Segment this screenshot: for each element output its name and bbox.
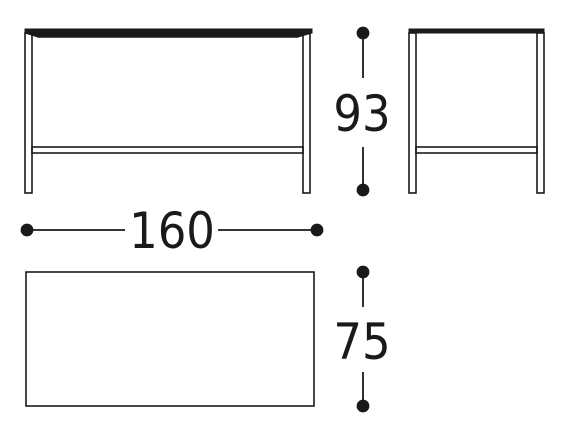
front-stretcher [31,146,304,154]
plan-tabletop [25,271,315,407]
side-stretcher [415,146,538,154]
depth-dimension [356,265,370,413]
width-dimension-label: 160 [129,202,215,260]
depth-dim-endpoint-bottom [356,399,370,413]
side-right-leg [536,32,545,194]
front-tabletop [24,28,313,38]
front-right-leg [302,32,311,194]
height-dim-endpoint-bottom [356,183,370,197]
front-view [24,28,313,194]
plan-view [25,271,315,407]
side-tabletop [408,28,545,34]
side-view [408,28,545,194]
width-dimension [20,223,324,237]
front-left-leg [24,32,33,194]
side-left-leg [408,32,417,194]
depth-dimension-label: 75 [333,313,390,371]
width-dim-endpoint-right [310,223,324,237]
front-right-leg-edge [297,32,304,38]
height-dimension [356,26,370,197]
height-dimension-label: 93 [333,85,390,143]
front-left-leg-edge [31,32,39,38]
